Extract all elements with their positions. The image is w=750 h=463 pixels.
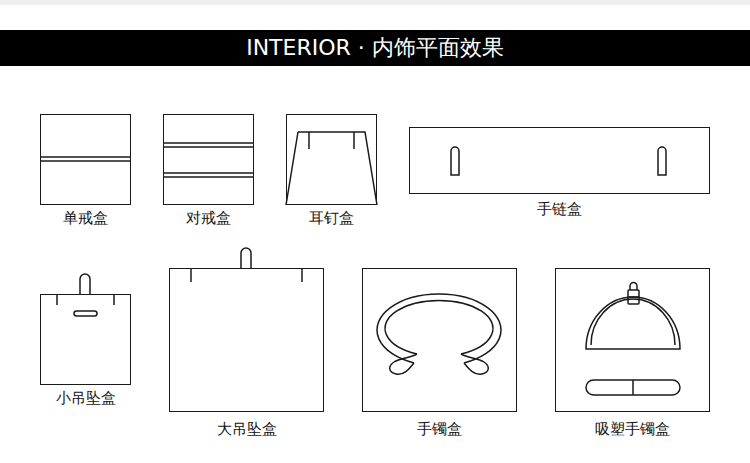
box-node: 手链盒 bbox=[409, 127, 710, 218]
title-band bbox=[0, 30, 750, 66]
box-outline bbox=[40, 294, 131, 385]
box-label: 耳钉盒 bbox=[286, 209, 377, 227]
title-text: INTERIOR · 内饰平面效果 bbox=[0, 30, 750, 66]
blister-tray bbox=[586, 283, 680, 396]
box-node: 小吊坠盒 bbox=[40, 294, 131, 407]
top-strip bbox=[0, 0, 750, 5]
box-label: 单戒盒 bbox=[40, 209, 131, 227]
box-label: 手镯盒 bbox=[362, 420, 517, 438]
ring-slots bbox=[163, 143, 254, 177]
box-label: 大吊坠盒 bbox=[169, 420, 324, 438]
box-outline bbox=[40, 114, 131, 205]
bangle bbox=[377, 294, 501, 374]
box-label: 对戒盒 bbox=[163, 209, 254, 227]
box-outline bbox=[169, 268, 324, 412]
earring-card bbox=[286, 132, 377, 205]
box-node: 手镯盒 bbox=[362, 268, 517, 438]
box-outline bbox=[362, 268, 517, 412]
pendant-card bbox=[57, 274, 114, 316]
pendant-card bbox=[191, 248, 302, 282]
box-node: 大吊坠盒 bbox=[169, 268, 324, 438]
box-node: 对戒盒 bbox=[163, 114, 254, 227]
chain-slots bbox=[451, 147, 666, 175]
box-outline bbox=[286, 114, 377, 205]
box-outline bbox=[163, 114, 254, 205]
box-node: 单戒盒 bbox=[40, 114, 131, 227]
ring-slot bbox=[40, 157, 131, 161]
box-label: 手链盒 bbox=[409, 200, 710, 218]
box-outline bbox=[409, 127, 710, 194]
box-label: 吸塑手镯盒 bbox=[555, 420, 710, 438]
box-label: 小吊坠盒 bbox=[40, 389, 131, 407]
box-outline bbox=[555, 268, 710, 412]
box-node: 耳钉盒 bbox=[286, 114, 377, 227]
box-node: 吸塑手镯盒 bbox=[555, 268, 710, 438]
